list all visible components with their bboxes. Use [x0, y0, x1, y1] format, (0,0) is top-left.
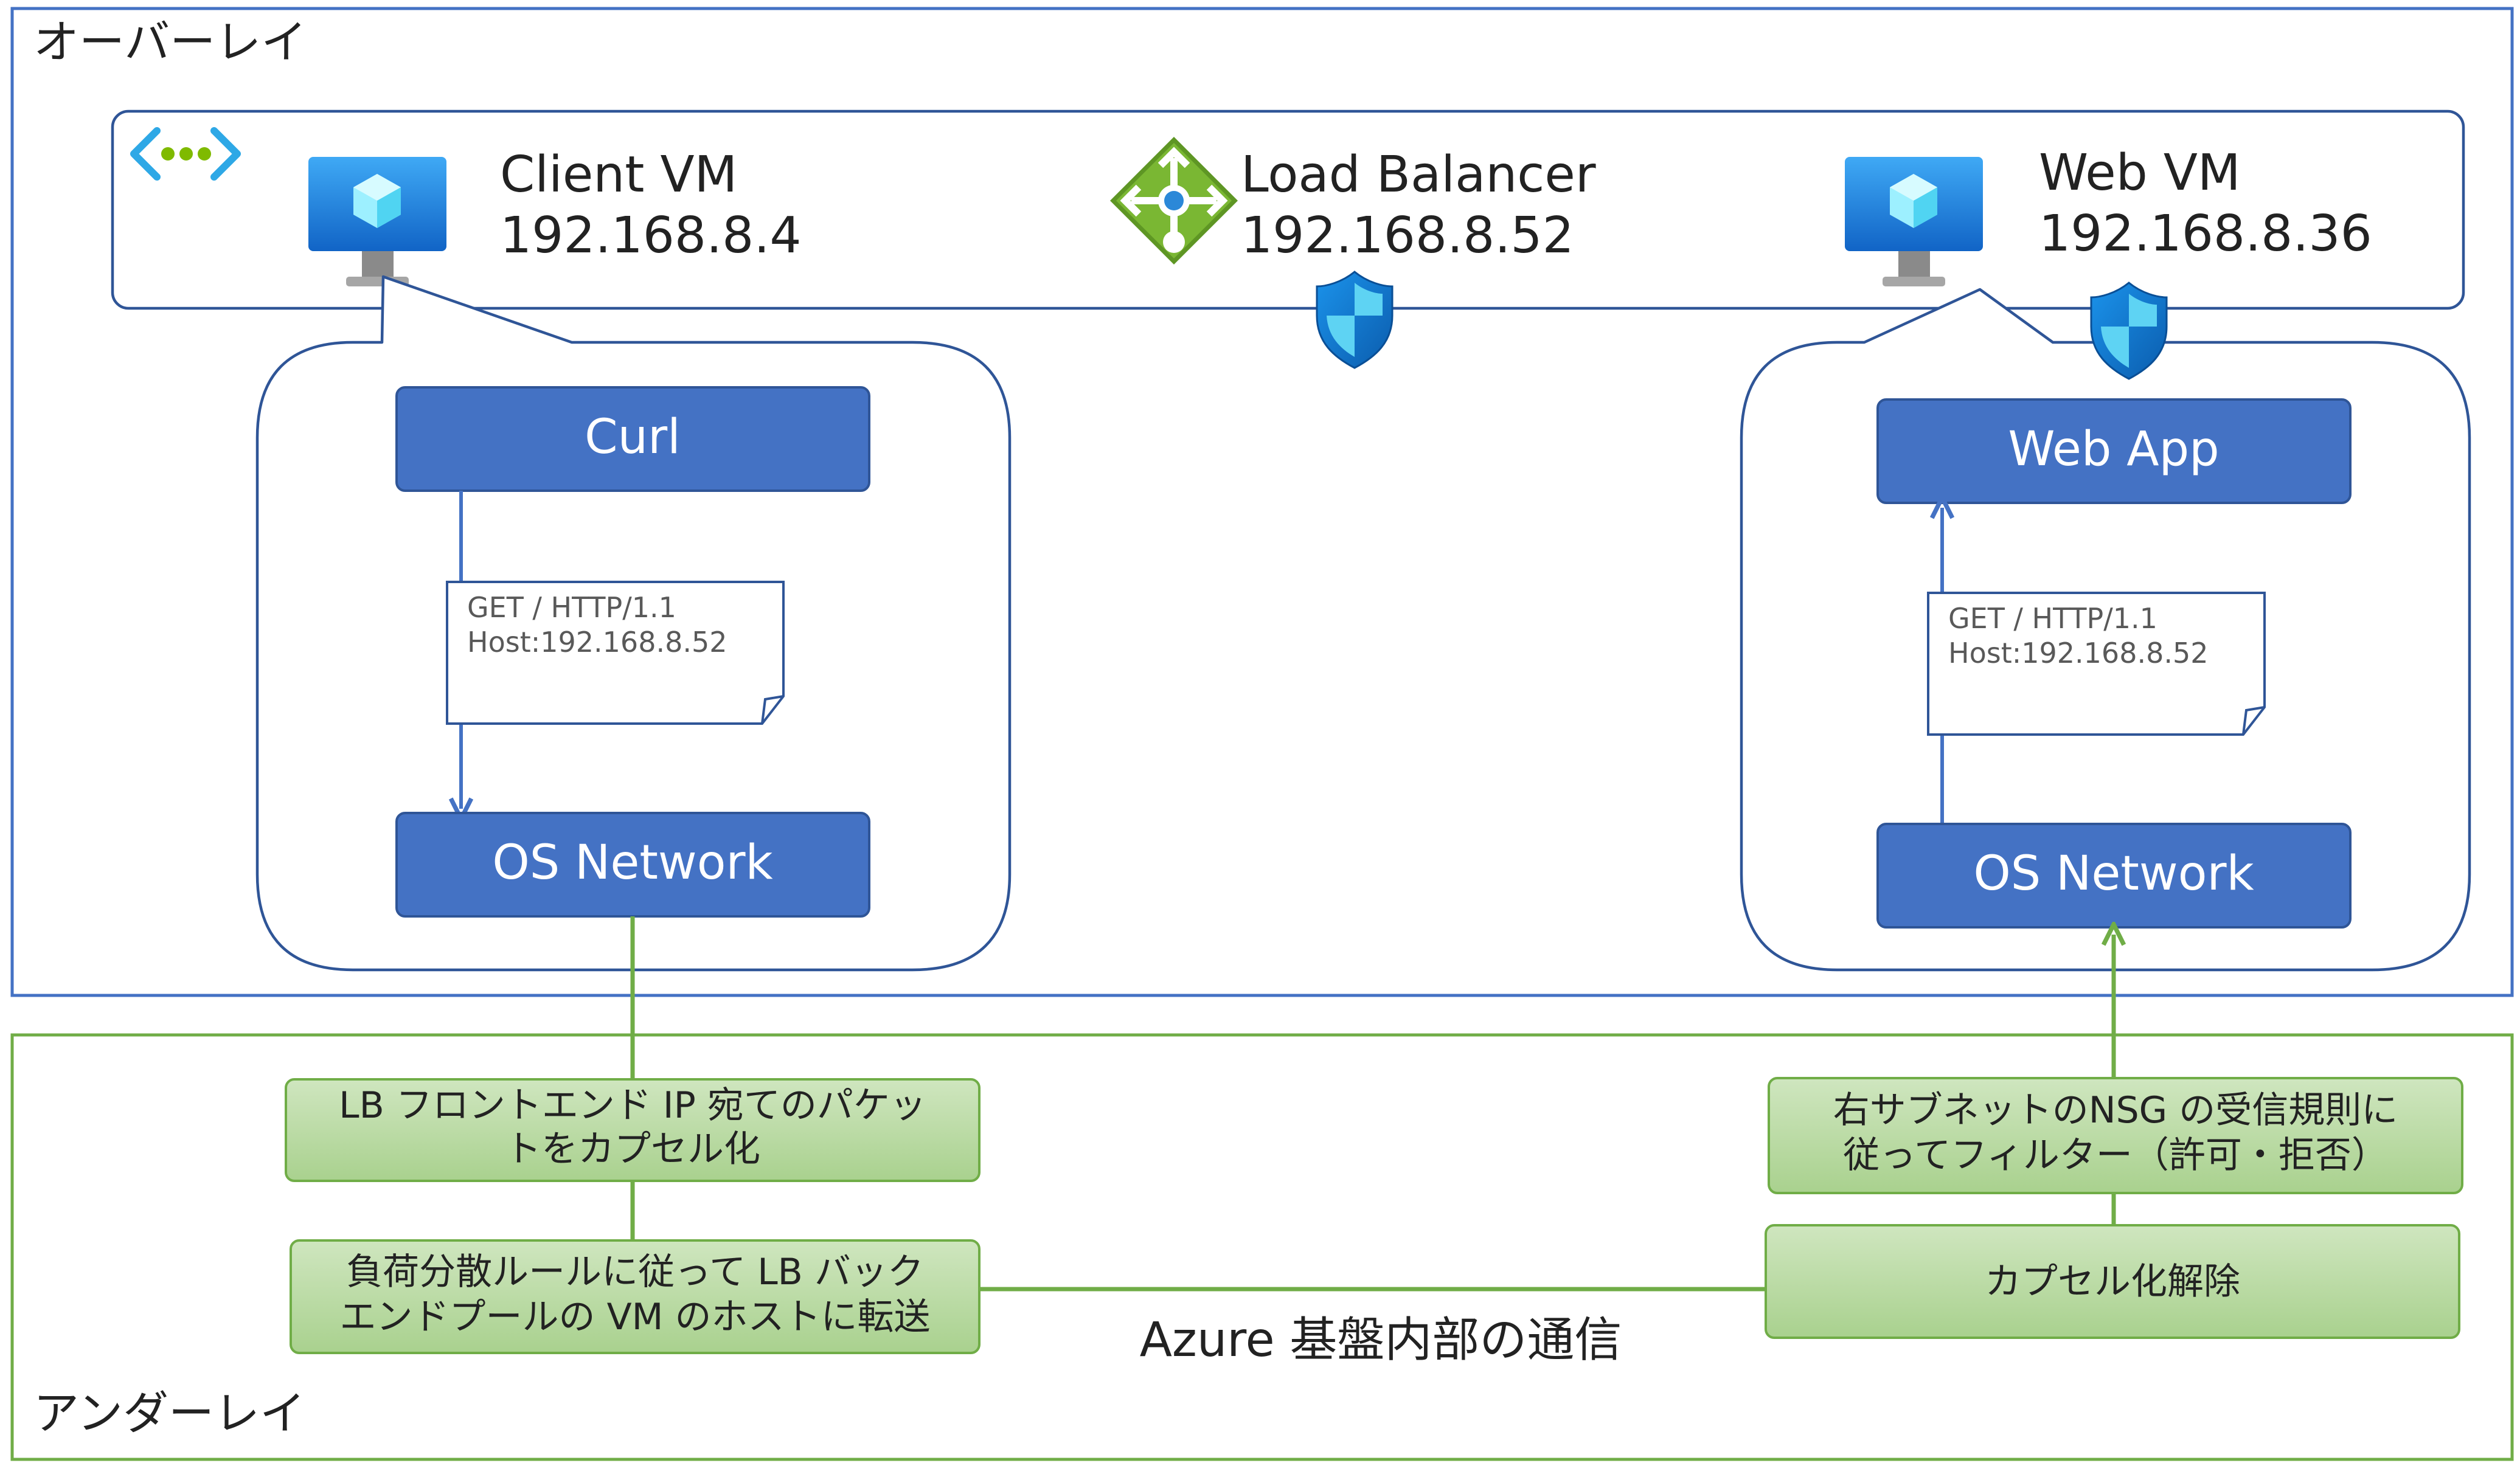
curl-box: Curl: [395, 386, 870, 492]
forward-step-box: 負荷分散ルールに従って LB バック エンドプールの VM のホストに転送: [290, 1239, 981, 1354]
web-app-box: Web App: [1876, 398, 2352, 504]
client-request-line1: GET / HTTP/1.1: [467, 591, 676, 624]
client-vm-name: Client VM: [500, 146, 737, 204]
web-os-network-label: OS Network: [1973, 846, 2254, 901]
client-vm-icon: [308, 157, 446, 286]
underlay-label: アンダーレイ: [33, 1386, 305, 1440]
client-vm-ip: 192.168.8.4: [500, 207, 802, 265]
forward-step-line1: 負荷分散ルールに従って LB バック: [346, 1251, 924, 1293]
web-vm-name: Web VM: [2039, 144, 2241, 202]
virtual-network-icon: [130, 127, 241, 181]
curl-label: Curl: [585, 410, 681, 465]
decapsulate-step-label: カプセル化解除: [1985, 1261, 2240, 1303]
overlay-label: オーバーレイ: [33, 15, 307, 69]
nsg-filter-step-line1: 右サブネットのNSG の受信規則に: [1833, 1089, 2398, 1132]
encapsulate-step-line2: トをカプセル化: [505, 1128, 760, 1171]
nsg-filter-step-line2: 従ってフィルター（許可・拒否）: [1843, 1134, 2388, 1177]
web-request-line1: GET / HTTP/1.1: [1948, 602, 2157, 635]
encapsulate-step-box: LB フロントエンド IP 宛てのパケッ トをカプセル化: [285, 1078, 981, 1182]
load-balancer-icon: [1110, 137, 1238, 265]
azure-internal-comm-label: Azure 基盤内部の通信: [1140, 1313, 1622, 1368]
web-request-line2: Host:192.168.8.52: [1948, 637, 2209, 669]
decapsulate-step-box: カプセル化解除: [1765, 1224, 2460, 1339]
web-nsg-shield-icon: [2090, 282, 2168, 380]
web-os-network-box: OS Network: [1876, 823, 2352, 929]
nsg-filter-step-box: 右サブネットのNSG の受信規則に 従ってフィルター（許可・拒否）: [1768, 1077, 2463, 1194]
client-os-network-label: OS Network: [492, 835, 772, 890]
load-balancer-name: Load Balancer: [1241, 146, 1596, 204]
web-vm-ip: 192.168.8.36: [2039, 205, 2372, 263]
web-request-note: GET / HTTP/1.1 Host:192.168.8.52: [1927, 592, 2266, 736]
underlay-region: アンダーレイ: [10, 1033, 2514, 1461]
lb-nsg-shield-icon: [1316, 271, 1394, 369]
forward-step-line2: エンドプールの VM のホストに転送: [340, 1296, 931, 1338]
client-request-note: GET / HTTP/1.1 Host:192.168.8.52: [446, 581, 785, 725]
client-request-line2: Host:192.168.8.52: [467, 626, 727, 659]
web-vm-icon: [1845, 157, 1983, 286]
underlay-connectors: [630, 916, 2114, 1292]
encapsulate-step-line1: LB フロントエンド IP 宛てのパケッ: [339, 1084, 926, 1127]
web-app-label: Web App: [2008, 422, 2219, 477]
load-balancer-ip: 192.168.8.52: [1241, 207, 1574, 265]
client-os-network-box: OS Network: [395, 812, 870, 918]
